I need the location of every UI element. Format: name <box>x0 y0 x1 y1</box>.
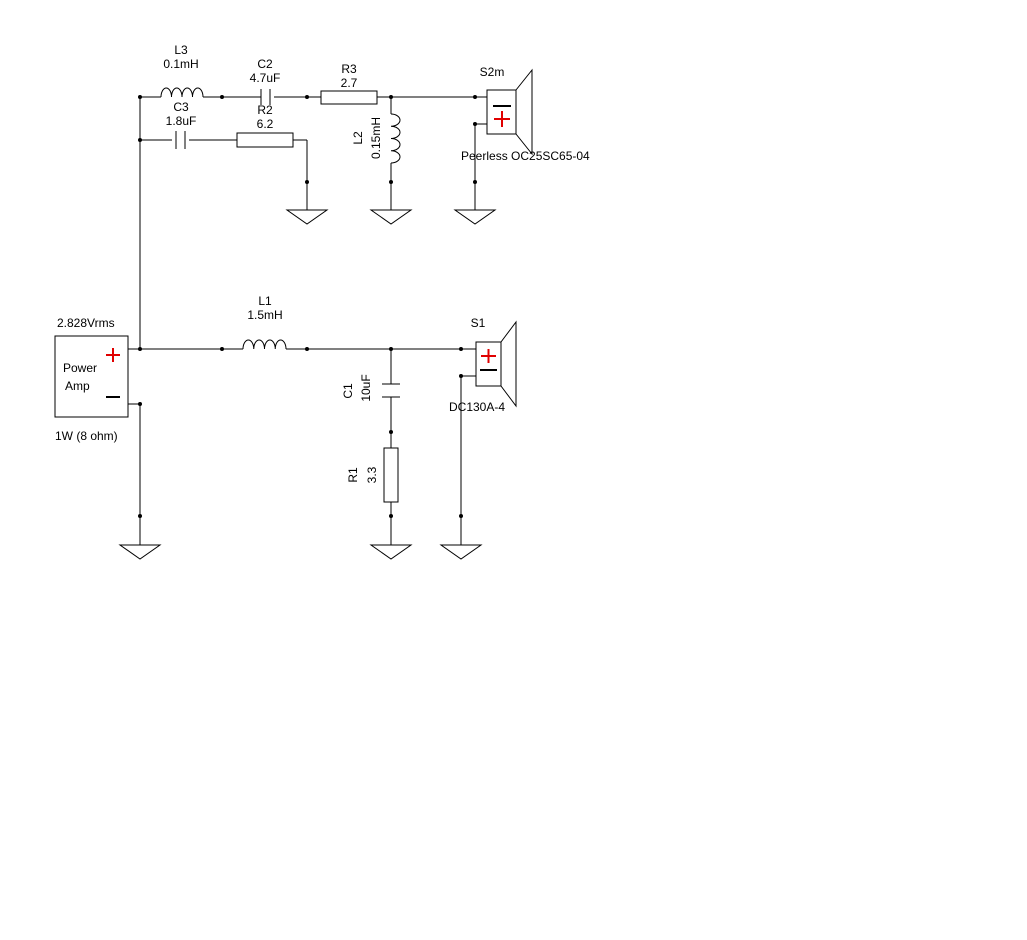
ground-icon <box>118 544 162 560</box>
L3-ref: L3 <box>174 43 188 57</box>
ground-icon <box>369 544 413 560</box>
resistor-R1[interactable] <box>383 447 399 503</box>
C1-value: 10uF <box>359 374 373 401</box>
capacitor-C3[interactable] <box>175 131 186 149</box>
S1-ref: S1 <box>471 316 486 330</box>
inductor-L2[interactable] <box>390 113 401 164</box>
S2m-model: Peerless OC25SC65-04 <box>461 149 590 163</box>
inductor-L1[interactable] <box>242 339 287 350</box>
L1-value: 1.5mH <box>247 308 282 322</box>
R2-ref: R2 <box>257 103 273 117</box>
C2-ref: C2 <box>257 57 273 71</box>
R1-ref: R1 <box>346 467 360 483</box>
ground-icon <box>453 209 497 225</box>
junction-dots <box>138 95 477 518</box>
amp-name-line2: Amp <box>65 379 90 393</box>
ground-icon <box>439 544 483 560</box>
amp-voltage-label: 2.828Vrms <box>57 316 115 330</box>
inductor-L3[interactable] <box>160 87 204 98</box>
C1-ref: C1 <box>341 383 355 399</box>
resistor-R3[interactable] <box>320 90 378 105</box>
C2-value: 4.7uF <box>250 71 281 85</box>
capacitor-C1[interactable] <box>382 383 400 398</box>
L3-value: 0.1mH <box>163 57 198 71</box>
wires <box>128 96 487 545</box>
L1-ref: L1 <box>258 294 272 308</box>
R2-value: 6.2 <box>257 117 274 131</box>
L2-ref: L2 <box>351 131 365 145</box>
R1-value: 3.3 <box>365 466 379 483</box>
L2-value: 0.15mH <box>369 117 383 159</box>
amp-name-line1: Power <box>63 361 97 375</box>
amp-power-label: 1W (8 ohm) <box>55 429 118 443</box>
capacitor-C2[interactable] <box>258 89 271 105</box>
speaker-S2m[interactable] <box>486 68 533 156</box>
ground-icon <box>285 209 329 225</box>
speaker-S1[interactable] <box>475 320 517 408</box>
C3-ref: C3 <box>173 100 189 114</box>
S2m-ref: S2m <box>480 65 505 79</box>
C3-value: 1.8uF <box>166 114 197 128</box>
power-amp[interactable]: Power Amp <box>54 335 129 418</box>
R3-ref: R3 <box>341 62 357 76</box>
resistor-R2[interactable] <box>236 132 294 148</box>
S1-model: DC130A-4 <box>449 400 505 414</box>
ground-icon <box>369 209 413 225</box>
R3-value: 2.7 <box>341 76 358 90</box>
